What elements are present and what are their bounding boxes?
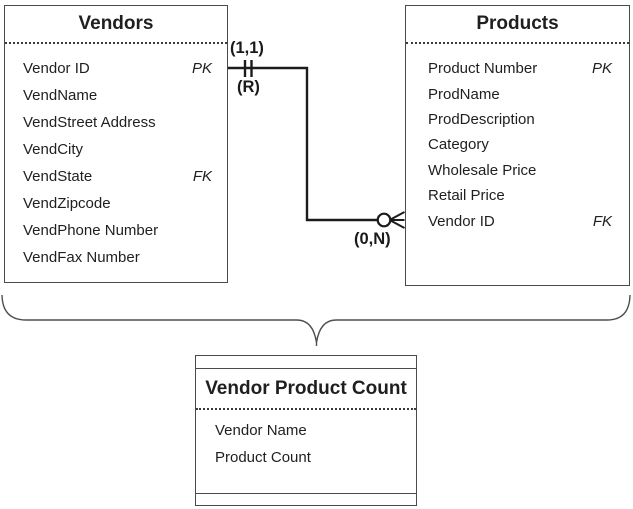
attribute-row: VendPhone Number: [23, 217, 212, 244]
view-title: Vendor Product Count: [196, 369, 416, 410]
attribute-row: Vendor Name: [215, 417, 406, 444]
view-top-band: [196, 356, 416, 369]
attribute-name: VendState: [23, 168, 93, 185]
entity-products-title: Products: [406, 6, 629, 44]
one-cardinality-ticks: [243, 60, 253, 77]
attribute-row: VendName: [23, 82, 212, 109]
cardinality-label-one-one: (1,1): [230, 39, 264, 57]
view-vendor-product-count: Vendor Product Count Vendor Name Product…: [195, 355, 417, 506]
attribute-row: Vendor ID FK: [428, 208, 612, 233]
attribute-name: VendStreet Address: [23, 114, 156, 131]
key-indicator: FK: [192, 168, 212, 185]
attribute-row: VendStreet Address: [23, 109, 212, 136]
attribute-row: ProdDescription: [428, 107, 612, 132]
entity-vendors-title: Vendors: [5, 6, 227, 44]
attribute-row: ProdName: [428, 81, 612, 106]
attribute-name: VendFax Number: [23, 249, 140, 266]
attribute-name: Wholesale Price: [428, 161, 537, 179]
attribute-name: ProdDescription: [428, 110, 535, 128]
key-indicator: FK: [592, 212, 612, 230]
attribute-name: VendZipcode: [23, 195, 111, 212]
attribute-name: VendPhone Number: [23, 222, 159, 239]
attribute-name: VendCity: [23, 141, 84, 158]
attribute-name: Product Number: [428, 60, 538, 78]
attribute-row: Retail Price: [428, 183, 612, 208]
attribute-name: Vendor ID: [428, 212, 495, 230]
attribute-row: Wholesale Price: [428, 158, 612, 183]
attribute-name: Product Count: [215, 449, 311, 466]
grouping-brace: [1, 294, 631, 346]
entity-vendors: Vendors Vendor ID PK VendName VendStreet…: [4, 5, 228, 283]
entity-products: Products Product Number PK ProdName Prod…: [405, 5, 630, 286]
view-main-section: Vendor Product Count Vendor Name Product…: [196, 369, 416, 493]
cardinality-label-zero-many: (0,N): [354, 230, 391, 248]
attribute-row: VendZipcode: [23, 190, 212, 217]
entity-products-attribute-list: Product Number PK ProdName ProdDescripti…: [406, 44, 629, 234]
relationship-r-label: (R): [237, 78, 260, 96]
attribute-name: ProdName: [428, 85, 500, 103]
attribute-row: VendCity: [23, 136, 212, 163]
attribute-row: Vendor ID PK: [23, 55, 212, 82]
attribute-row: Product Count: [215, 444, 406, 471]
crow-foot-many-symbol: [390, 211, 405, 229]
entity-vendors-attribute-list: Vendor ID PK VendName VendStreet Address…: [5, 44, 227, 271]
attribute-name: Vendor Name: [215, 422, 307, 439]
attribute-row: VendState FK: [23, 163, 212, 190]
attribute-row: Product Number PK: [428, 56, 612, 81]
attribute-name: Category: [428, 136, 489, 154]
attribute-name: Retail Price: [428, 187, 505, 205]
key-indicator: PK: [191, 60, 212, 77]
key-indicator: PK: [591, 60, 612, 78]
attribute-row: Category: [428, 132, 612, 157]
view-bottom-band: [196, 493, 416, 505]
attribute-row: VendFax Number: [23, 244, 212, 271]
zero-cardinality-circle: [376, 212, 392, 228]
attribute-name: Vendor ID: [23, 60, 90, 77]
attribute-name: VendName: [23, 87, 98, 104]
view-attribute-list: Vendor Name Product Count: [196, 410, 416, 471]
